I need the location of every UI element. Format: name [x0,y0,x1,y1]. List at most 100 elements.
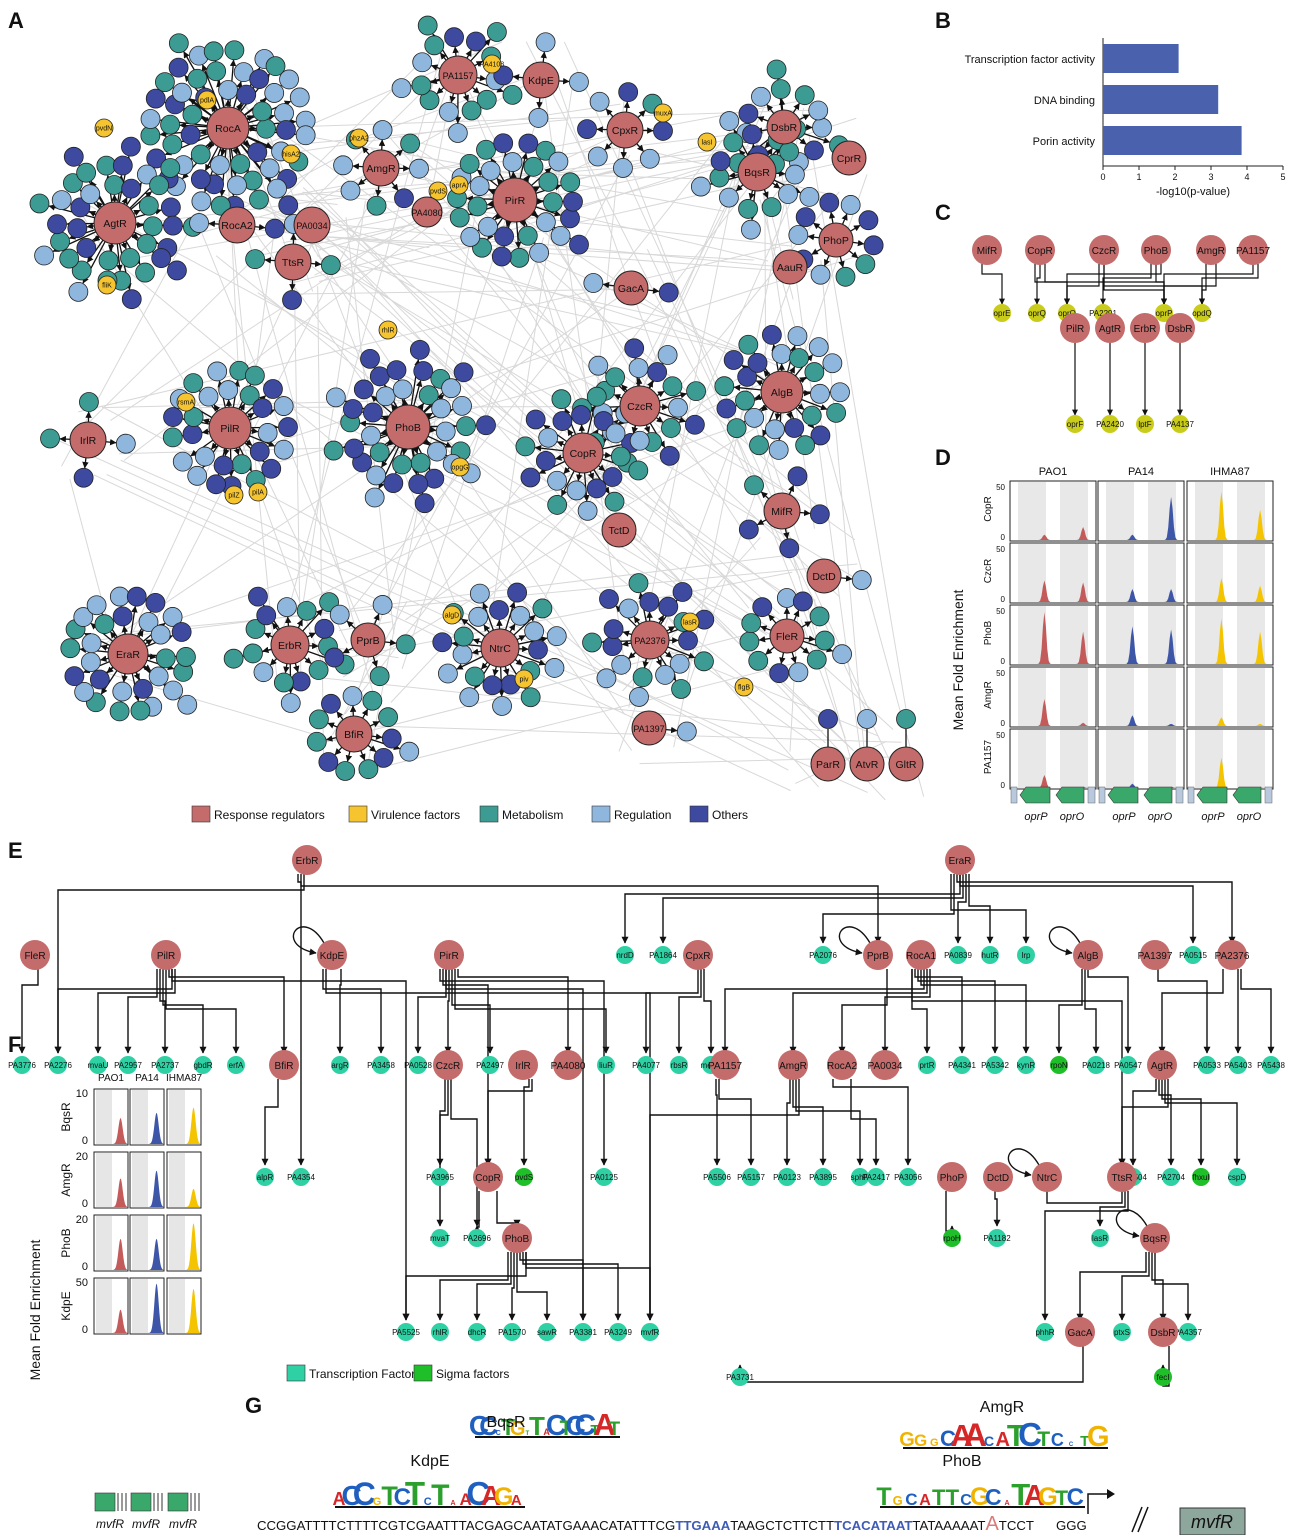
transcription-factor-node [431,1168,449,1186]
gene-arrow [1232,786,1262,804]
response-regulator-node [937,1162,967,1192]
metabolism-node [256,118,276,139]
others-node [342,399,363,419]
others-node [747,353,768,373]
transcription-factor-node [1228,1168,1246,1186]
panel-label-d: D [935,445,951,470]
response-regulator-node [208,406,252,450]
others-node [560,208,580,229]
others-node [413,361,434,381]
response-regulator-node [274,243,312,281]
transcription-factor-node [637,1056,655,1074]
response-regulator-label: NtrC [1037,1173,1058,1184]
target-label: PA3249 [604,1328,632,1337]
regulation-node [452,395,472,416]
response-regulator-label: KdpE [528,75,554,87]
transcription-factor-node [851,1168,869,1186]
regulation-node [788,662,809,683]
regulation-node [510,605,531,626]
y-tick-label: 0 [1001,719,1006,728]
panel-label-b: B [935,8,951,33]
metabolism-node [369,666,390,687]
transcription-factor-node [814,946,832,964]
others-node [373,747,394,768]
metabolism-node [538,171,559,192]
regulation-edge [261,1079,279,1166]
row-label: CzcR [983,559,994,583]
shaded-region [169,1216,185,1270]
metabolism-node [809,606,830,627]
transcription-factor-node [981,946,999,964]
row-label: BqsR [59,1102,73,1132]
response-regulator-label: PA0034 [868,1061,903,1072]
shaded-region [1106,668,1134,726]
metabolism-node [362,690,383,711]
response-regulator-label: EraR [116,649,140,661]
target-label: dhcR [468,1328,487,1337]
regulation-node [412,52,433,73]
regulation-edge [496,1191,521,1227]
others-node [163,215,183,236]
y-tick-label: 0 [82,1198,88,1210]
interaction-edge [110,206,437,421]
others-node [381,728,402,749]
metabolism-node [183,373,204,394]
row-label: CopR [983,496,994,522]
response-regulator-label: MifR [771,506,793,518]
regulation-node [409,158,429,179]
sigma-factor-node [1192,1168,1210,1186]
response-regulator-node [1140,940,1170,970]
regulation-node [364,487,385,508]
shaded-region [96,1279,112,1333]
response-regulator-node [433,1050,463,1080]
response-regulator-label: AmgR [779,1061,807,1072]
metabolism-node [138,195,159,216]
response-regulator-label: PhoP [940,1173,965,1184]
others-node [206,474,226,495]
others-node [145,592,166,613]
others-node [507,582,528,603]
metabolism-node [306,731,327,752]
legend-swatch [591,805,611,823]
others-node [247,142,268,163]
gene-label: oprP [1024,811,1048,823]
target-label: PA5157 [737,1173,765,1182]
response-regulator-node [1065,1317,1095,1347]
regulator-label: CopR [1027,246,1053,257]
transcription-factor-node [616,946,634,964]
gene-label: mvfR [1191,1512,1233,1532]
target-label: rbsR [671,1061,688,1070]
interaction-edge [637,406,841,598]
transcription-factor-node [119,1056,137,1074]
logo-letter: T [405,1475,425,1512]
metabolism-node [176,647,196,667]
metabolism-node [309,709,329,730]
transcription-factor-node [503,1323,521,1341]
regulation-edge [945,1191,956,1233]
regulation-node [391,78,412,99]
target-label: PA0533 [1193,1061,1221,1070]
metabolism-node [515,436,536,457]
target-label: PA0515 [1179,951,1207,960]
others-node [738,519,759,540]
regulation-edge [520,1079,530,1166]
legend-swatch [191,805,211,823]
regulation-edge [124,969,158,1054]
regulation-node [435,421,456,442]
metabolism-node [335,761,356,781]
regulation-edge [703,969,715,1054]
legend-swatch [348,805,368,823]
others-node [518,133,539,154]
logo-letter: C [1018,1416,1042,1453]
response-regulator-node [206,106,250,150]
metabolism-node [29,193,50,214]
logo-letter: A [1024,1480,1045,1512]
regulation-node [438,663,458,684]
response-regulator-node [480,628,520,668]
transcription-factor-node [986,1056,1004,1074]
metabolism-node [40,428,60,449]
regulation-node [112,681,133,702]
